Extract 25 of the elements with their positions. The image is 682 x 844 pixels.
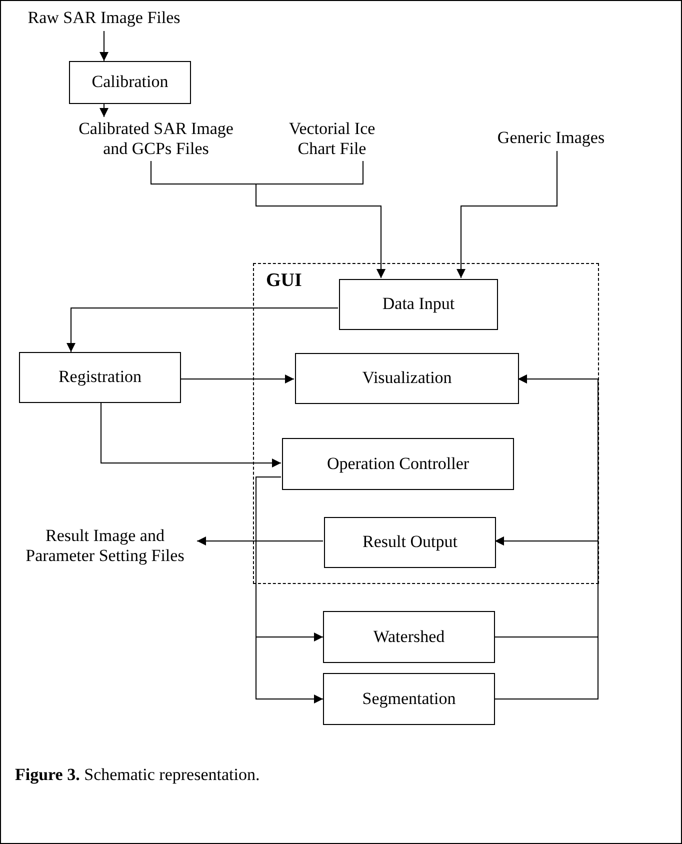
label-text: Generic Images xyxy=(471,125,631,151)
arrow xyxy=(456,150,558,278)
process-box: Segmentation xyxy=(323,673,495,725)
label-text: Vectorial Ice Chart File xyxy=(273,117,391,161)
process-box: Calibration xyxy=(69,61,191,104)
process-box: Data Input xyxy=(339,279,498,330)
arrow xyxy=(180,374,294,384)
group-title: GUI xyxy=(266,270,302,293)
process-box: Visualization xyxy=(295,353,519,404)
label-text: Result Image and Parameter Setting Files xyxy=(15,513,195,579)
label-text: Raw SAR Image Files xyxy=(9,5,199,31)
arrow xyxy=(100,30,108,62)
arrow xyxy=(256,476,324,704)
process-box: Watershed xyxy=(323,611,495,663)
process-box: Registration xyxy=(19,352,181,403)
process-box: Result Output xyxy=(324,517,496,568)
arrow xyxy=(196,536,324,546)
arrow xyxy=(256,160,386,278)
figure-caption: Figure 3. Schematic representation. xyxy=(15,765,260,785)
arrow xyxy=(66,308,338,352)
dashed-group-box xyxy=(253,263,599,584)
arrow xyxy=(100,402,282,468)
arrow xyxy=(100,104,108,118)
process-box: Operation Controller xyxy=(282,438,514,490)
label-text: Calibrated SAR Image and GCPs Files xyxy=(71,117,241,161)
